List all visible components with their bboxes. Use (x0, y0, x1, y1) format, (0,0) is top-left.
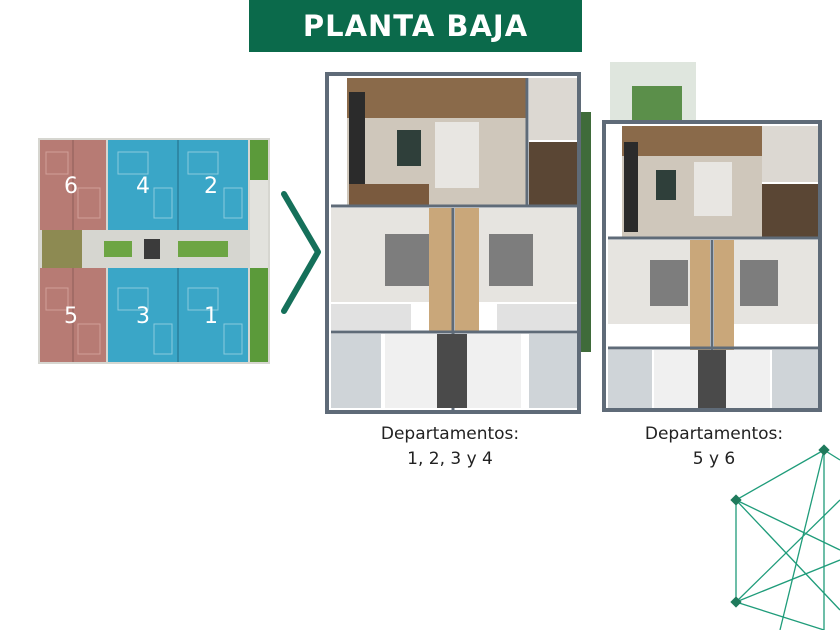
caption-units-5-6: Departamentos: 5 y 6 (614, 422, 814, 472)
site-plan: 6 4 2 5 3 1 (38, 138, 270, 364)
unit-2-label: 2 (204, 174, 218, 199)
unit-1-label: 1 (204, 304, 218, 329)
page-title: PLANTA BAJA (302, 9, 529, 43)
caption-2-line1: Departamentos: (644, 424, 784, 444)
unit-6-label: 6 (64, 174, 78, 199)
geometric-hexagon-icon (730, 444, 840, 630)
floor-plan-units-5-6 (602, 62, 822, 412)
caption-units-1-4: Departamentos: 1, 2, 3 y 4 (350, 422, 550, 472)
unit-3-label: 3 (136, 304, 150, 329)
caption-1-line1: Departamentos: (380, 424, 520, 444)
site-plan-drawing (38, 138, 270, 364)
unit-4-label: 4 (136, 174, 150, 199)
caption-1-line2: 1, 2, 3 y 4 (407, 449, 493, 469)
floor-plan-units-1-4 (325, 72, 591, 414)
chevron-right-icon (281, 191, 321, 314)
unit-5-label: 5 (64, 304, 78, 329)
caption-2-line2: 5 y 6 (692, 449, 736, 469)
title-banner: PLANTA BAJA (249, 0, 582, 52)
